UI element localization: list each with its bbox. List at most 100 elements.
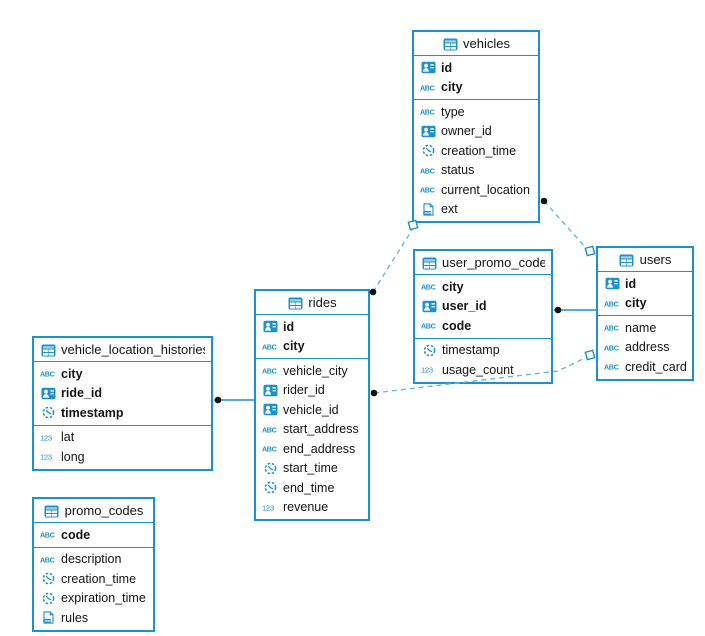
field-label: rider_id — [283, 383, 325, 398]
timestamp-icon — [262, 462, 278, 475]
field-label: owner_id — [441, 124, 492, 139]
table-header[interactable]: promo_codes — [34, 499, 153, 523]
string-type-icon: ABC — [262, 364, 278, 377]
field-row-city[interactable]: ABC city — [598, 294, 692, 314]
relationship-vehicles-to-users[interactable] — [540, 197, 596, 257]
field-label: status — [441, 163, 475, 178]
table-icon — [44, 505, 60, 518]
field-label: end_address — [283, 441, 356, 456]
table-header[interactable]: rides — [256, 291, 368, 315]
relationship-rides-to-vehicles[interactable] — [369, 219, 419, 296]
relationship-user_promo_codes-to-users[interactable] — [554, 306, 596, 314]
field-row-timestamp[interactable]: timestamp — [415, 341, 551, 361]
field-row-owner_id[interactable]: owner_id — [414, 122, 538, 142]
table-icon — [287, 297, 303, 310]
field-row-end_time[interactable]: end_time — [256, 478, 368, 498]
timestamp-icon — [40, 572, 56, 585]
field-row-expiration_time[interactable]: expiration_time — [34, 589, 153, 609]
field-row-id[interactable]: id — [256, 317, 368, 337]
table-icon — [619, 254, 635, 267]
field-label: end_time — [283, 480, 335, 495]
field-label: city — [625, 296, 647, 311]
json-type-icon: JSON — [420, 203, 436, 216]
cardinality-dot-marker — [214, 396, 222, 404]
string-type-icon: ABC — [40, 367, 56, 380]
relationship-line — [372, 229, 413, 293]
table-title: vehicles — [463, 36, 510, 51]
cardinality-dot-marker — [554, 306, 562, 314]
relationship-vehicle_location_histories-to-rides[interactable] — [214, 396, 254, 404]
id-badge-icon — [262, 384, 278, 397]
field-label: id — [283, 319, 295, 334]
string-type-icon: ABC — [420, 105, 436, 118]
id-badge-icon — [262, 403, 278, 416]
field-label: creation_time — [61, 571, 137, 586]
cardinality-square-marker — [584, 245, 596, 257]
field-row-ride_id[interactable]: ride_id — [34, 384, 211, 404]
field-row-creation_time[interactable]: creation_time — [414, 141, 538, 161]
field-label: code — [61, 527, 91, 542]
timestamp-icon — [421, 344, 437, 357]
field-row-code[interactable]: ABC code — [415, 316, 551, 336]
field-row-start_time[interactable]: start_time — [256, 459, 368, 479]
field-row-user_id[interactable]: user_id — [415, 297, 551, 317]
id-badge-icon — [420, 125, 436, 138]
field-label: vehicle_id — [283, 402, 339, 417]
cardinality-dot-marker — [369, 288, 377, 296]
relationship-line — [543, 200, 588, 250]
field-row-id[interactable]: id — [598, 274, 692, 294]
field-row-rider_id[interactable]: rider_id — [256, 381, 368, 401]
timestamp-icon — [420, 144, 436, 157]
svg-text:ABC: ABC — [421, 322, 436, 331]
table-header[interactable]: users — [598, 248, 692, 272]
field-label: usage_count — [442, 362, 514, 377]
table-header[interactable]: vehicles — [414, 32, 538, 56]
svg-text:JSON: JSON — [424, 211, 433, 215]
field-row-vehicle_id[interactable]: vehicle_id — [256, 400, 368, 420]
string-type-icon: ABC — [604, 297, 620, 310]
number-type-icon: 123 — [40, 450, 56, 463]
field-row-id[interactable]: id — [414, 58, 538, 78]
svg-text:ABC: ABC — [420, 83, 435, 92]
field-label: code — [442, 318, 472, 333]
table-header[interactable]: vehicle_location_histories — [34, 338, 211, 362]
field-label: description — [61, 552, 122, 567]
table-header[interactable]: user_promo_codes — [415, 251, 551, 275]
field-row-creation_time[interactable]: creation_time — [34, 569, 153, 589]
field-row-timestamp[interactable]: timestamp — [34, 403, 211, 423]
field-label: ride_id — [61, 386, 102, 401]
